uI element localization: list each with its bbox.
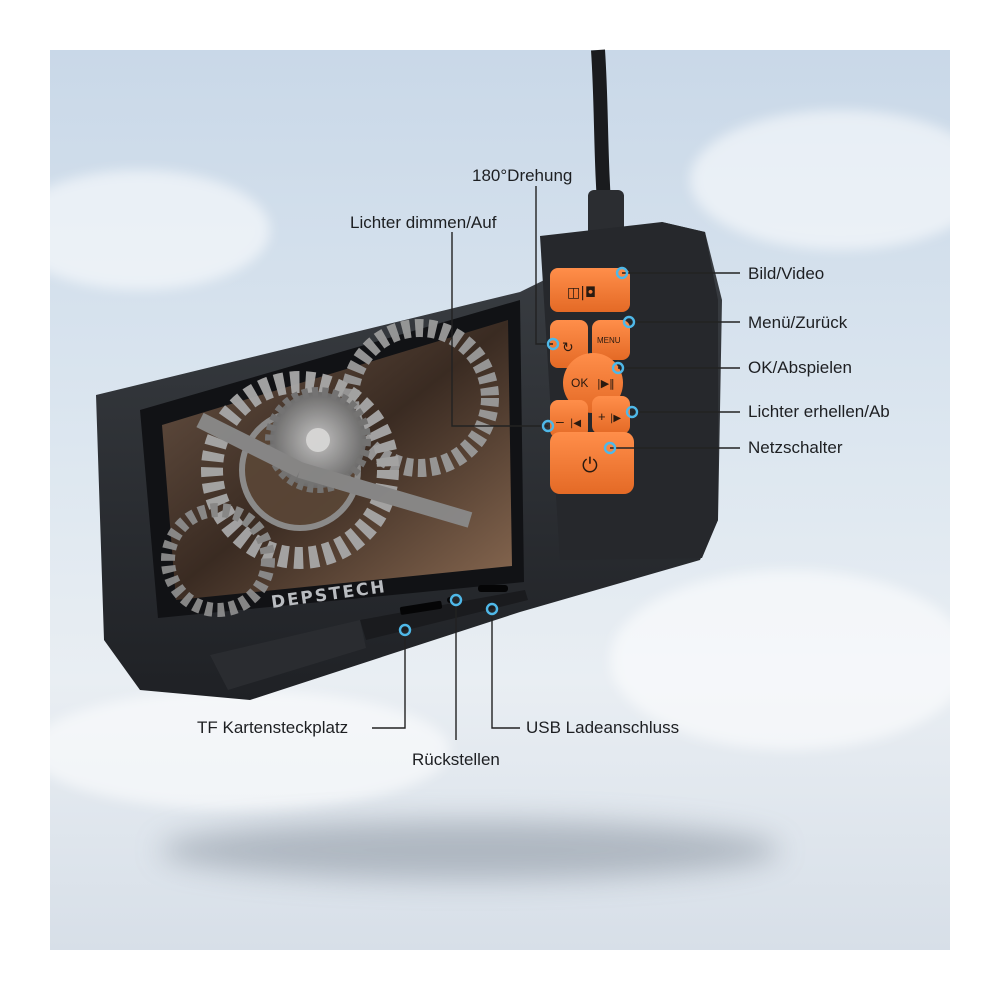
label-power: Netzschalter xyxy=(748,438,843,457)
rotate-button[interactable] xyxy=(550,320,588,368)
device-shadow xyxy=(160,820,780,880)
usb-port xyxy=(478,585,508,592)
right-arrow-icon: |▶ xyxy=(610,413,621,424)
label-usb: USB Ladeanschluss xyxy=(526,718,680,737)
plus-button[interactable] xyxy=(592,396,630,434)
label-menu-back: Menü/Zurück xyxy=(748,313,848,332)
menu-button[interactable] xyxy=(592,320,630,360)
label-ok-play: OK/Abspielen xyxy=(748,358,852,377)
callout-lines xyxy=(372,186,740,740)
port-cover xyxy=(210,620,366,690)
ok-glyph: OK xyxy=(571,376,588,390)
callout-dots xyxy=(398,266,639,637)
play-pause-icon: |▶‖ xyxy=(597,377,615,390)
cable-strain-relief xyxy=(588,190,624,238)
label-photo-video: Bild/Video xyxy=(748,264,825,283)
photo-video-button[interactable] xyxy=(550,268,630,312)
gear-image xyxy=(161,319,499,617)
product-scene xyxy=(50,50,950,950)
left-arrow-icon: |◀ xyxy=(570,418,581,429)
label-lights-dim: Lichter dimmen/Auf xyxy=(350,213,497,232)
button-panel: ◫|◘ ↻ MENU OK |▶‖ – |◀ + |▶ ⏻ xyxy=(550,268,634,494)
label-lights-up: Lichter erhellen/Ab xyxy=(748,402,890,421)
bottom-port-strip xyxy=(360,590,528,640)
camera-icon: ◫|◘ xyxy=(567,285,596,301)
minus-button[interactable] xyxy=(550,400,588,438)
minus-glyph: – xyxy=(556,413,564,429)
power-icon: ⏻ xyxy=(582,453,598,477)
label-rotate: 180°Drehung xyxy=(472,166,573,185)
label-tf-slot: TF Kartensteckplatz xyxy=(197,718,349,737)
label-reset: Rückstellen xyxy=(412,750,500,769)
tf-card-slot xyxy=(399,600,443,615)
plus-glyph: + xyxy=(598,409,606,424)
menu-glyph: MENU xyxy=(597,336,621,345)
rotate-icon: ↻ xyxy=(562,340,574,356)
